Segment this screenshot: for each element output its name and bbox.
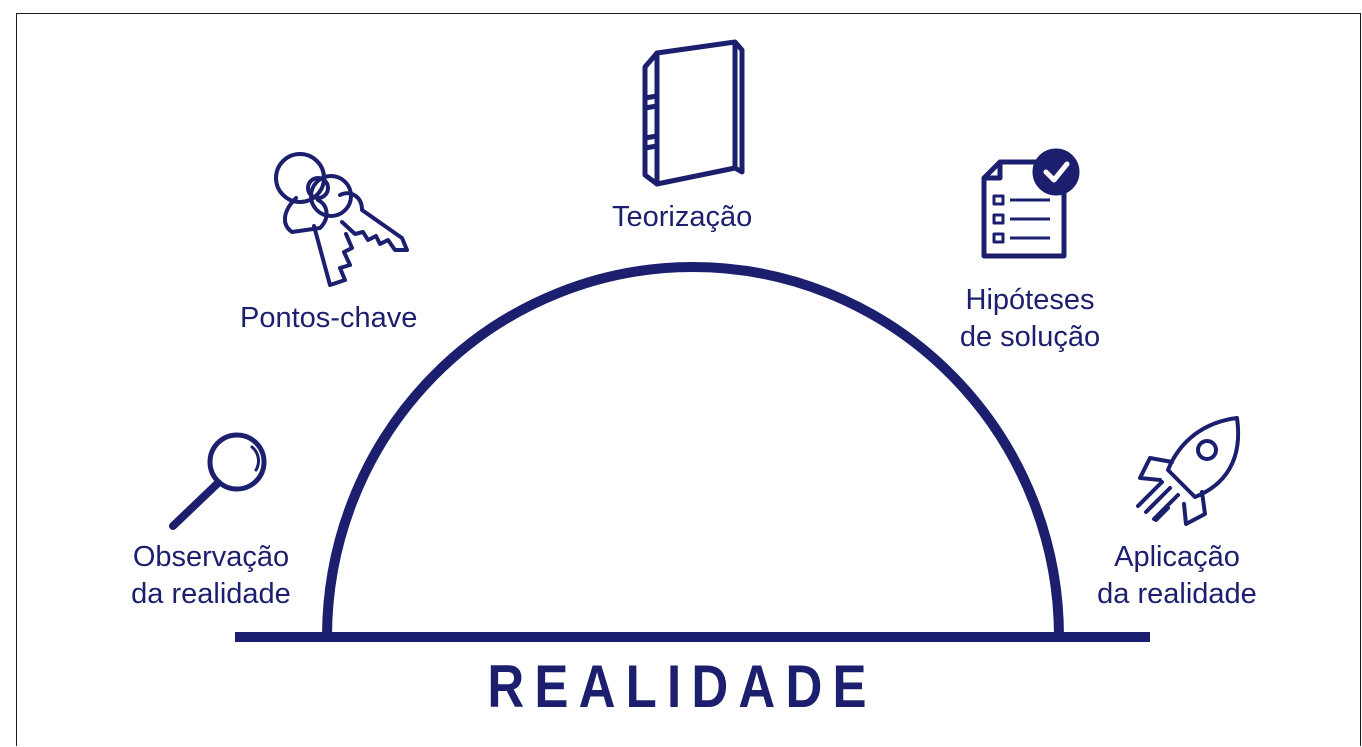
stage-label-teorizacao: Teorização [612, 201, 753, 233]
checklist-icon [981, 148, 1080, 259]
stage-label-pontos-chave: Pontos-chave [240, 302, 418, 334]
stage-label-observacao: Observação da realidade [131, 541, 291, 610]
book-icon [642, 39, 745, 187]
rocket-icon [1136, 416, 1241, 526]
magnifying-glass-icon [169, 432, 267, 530]
keys-icon [274, 152, 409, 287]
learning-arc [322, 262, 1064, 638]
stage-label-hipoteses: Hipóteses de solução [959, 284, 1101, 353]
stage-label-aplicacao: Aplicação da realidade [1097, 541, 1257, 610]
diagram-title: REALIDADE [487, 653, 877, 720]
